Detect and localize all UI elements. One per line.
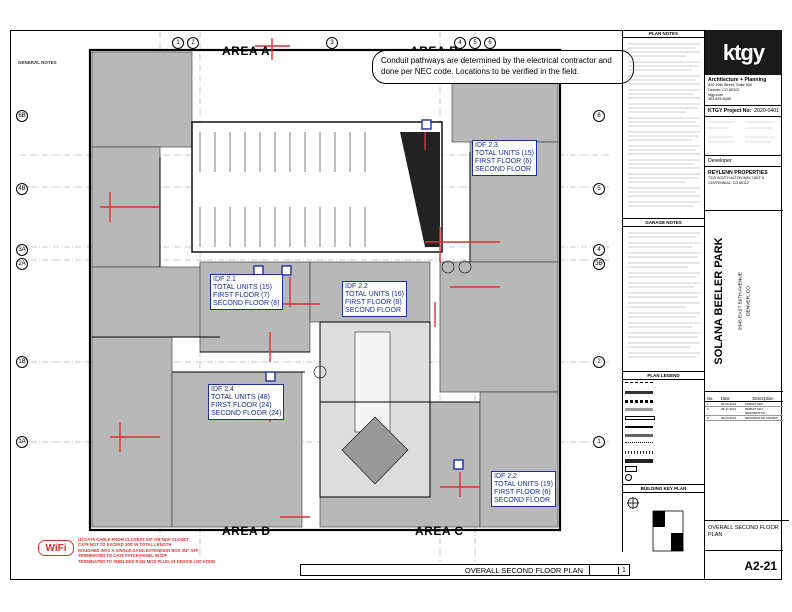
area-label-c: AREA C bbox=[415, 524, 464, 538]
developer-address: 7315 SOUTH ALTON WAY, UNIT D CENTENNIAL,… bbox=[708, 176, 765, 185]
grid-bubble-left-2: 4B bbox=[16, 183, 28, 195]
plan-notes-body bbox=[623, 38, 704, 218]
firm-address: 820 16th Street, Suite 500 Denver, CO 80… bbox=[708, 83, 753, 102]
building-key-plan bbox=[627, 497, 684, 552]
sheet-number: A2-21 bbox=[705, 550, 783, 580]
idf-closets bbox=[253, 119, 464, 470]
revisions-header: No. Date Description bbox=[705, 396, 783, 402]
plan-legend-heading: PLAN LEGEND bbox=[623, 371, 704, 380]
revision-row: 1 06-20-2021 PERMIT SET bbox=[705, 402, 783, 407]
grid-bubble-left-1: 6B bbox=[16, 110, 28, 122]
view-number: 1 bbox=[618, 566, 629, 574]
project-name: SOLANA BEELER PARK bbox=[713, 237, 725, 365]
view-title: OVERALL SECOND FLOOR PLAN bbox=[464, 565, 583, 575]
title-block: ktgy Architecture + Planning 820 16th St… bbox=[704, 30, 789, 580]
building-outline bbox=[88, 48, 562, 532]
view-title-strip: OVERALL SECOND FLOOR PLAN 1 bbox=[300, 564, 630, 576]
firm-name: Architecture + Planning bbox=[708, 77, 767, 83]
project-number: 2020-0401 bbox=[754, 108, 779, 115]
project-city: DENVER, CO bbox=[746, 286, 752, 316]
project-street: 9345 EAST 56TH AVENUE bbox=[738, 272, 744, 330]
parking-stalls bbox=[199, 132, 366, 247]
garage-notes-lines bbox=[628, 232, 700, 358]
project-number-row: KTGY Project No: 2020-0401 bbox=[705, 105, 782, 118]
grid-bubble-top-6: 6 bbox=[484, 37, 496, 49]
grid-bubble-left-5: 1B bbox=[16, 356, 28, 368]
plan-notes-heading: PLAN NOTES bbox=[623, 30, 704, 38]
grid-bubble-left-4: 2A bbox=[16, 258, 28, 270]
general-notes: GENERAL NOTES bbox=[18, 60, 57, 65]
revision-row: 3 09-24-2021 RESUBMITTAL PERMIT bbox=[705, 416, 783, 421]
grid-bubble-right-1: 6 bbox=[593, 110, 605, 122]
project-number-label: KTGY Project No: bbox=[708, 108, 752, 115]
grid-bubble-left-6: 1A bbox=[16, 436, 28, 448]
drawing-sheet-border bbox=[10, 30, 782, 580]
plan-notes-lines bbox=[628, 43, 700, 207]
developer-name: REYLENN PROPERTIES bbox=[708, 170, 768, 177]
garage-notes-body bbox=[623, 227, 704, 371]
wifi-symbol: WiFi bbox=[38, 540, 74, 556]
view-scale bbox=[589, 565, 618, 575]
grid-bubble-right-6: 1 bbox=[593, 436, 605, 448]
sheet-title: OVERALL SECOND FLOOR PLAN bbox=[705, 520, 789, 539]
grid-bubble-right-2: 5 bbox=[593, 183, 605, 195]
project-info-rows bbox=[705, 117, 782, 151]
garage-ramp bbox=[400, 132, 440, 247]
corridors bbox=[92, 152, 480, 403]
developer-heading: Developer bbox=[705, 155, 782, 168]
grid-bubble-right-3: 4 bbox=[593, 244, 605, 256]
plan-legend-body bbox=[623, 380, 704, 484]
firm-logo: ktgy bbox=[705, 30, 782, 75]
project-name-block: SOLANA BEELER PARK 9345 EAST 56TH AVENUE… bbox=[705, 210, 783, 392]
grid-bubble-left-3: 3A bbox=[16, 244, 28, 256]
grid-bubble-top-3: 3 bbox=[326, 37, 338, 49]
grid-bubble-right-4: 3B bbox=[593, 258, 605, 270]
revision-row: 2 08-17-2021 PERMIT SET RESUBMITTAL bbox=[705, 407, 783, 416]
area-label-d: AREA D bbox=[222, 524, 271, 538]
grid-bubble-top-5: 5 bbox=[469, 37, 481, 49]
area-label-a: AREA A bbox=[222, 44, 271, 58]
grid-bubble-right-5: 2 bbox=[593, 356, 605, 368]
garage-notes-heading: GARAGE NOTES bbox=[623, 218, 704, 227]
conduit-callout: Conduit pathways are determined by the e… bbox=[372, 50, 634, 84]
grid-bubble-top-1: 1 bbox=[172, 37, 184, 49]
grid-bubble-top-4: 4 bbox=[454, 37, 466, 49]
notes-column: PLAN NOTES GARAGE NOTES bbox=[622, 30, 704, 552]
garage bbox=[191, 121, 443, 253]
building-key-plan-heading: BUILDING KEY PLAN bbox=[623, 484, 704, 493]
courtyard-feature bbox=[341, 416, 409, 485]
wifi-notes: (1) CAT6 CABLE FROM CLOSEST IDF OR MDF C… bbox=[78, 537, 216, 564]
grid-bubble-top-2: 2 bbox=[187, 37, 199, 49]
revisions-table: No. Date Description 1 06-20-2021 PERMIT… bbox=[705, 396, 783, 421]
